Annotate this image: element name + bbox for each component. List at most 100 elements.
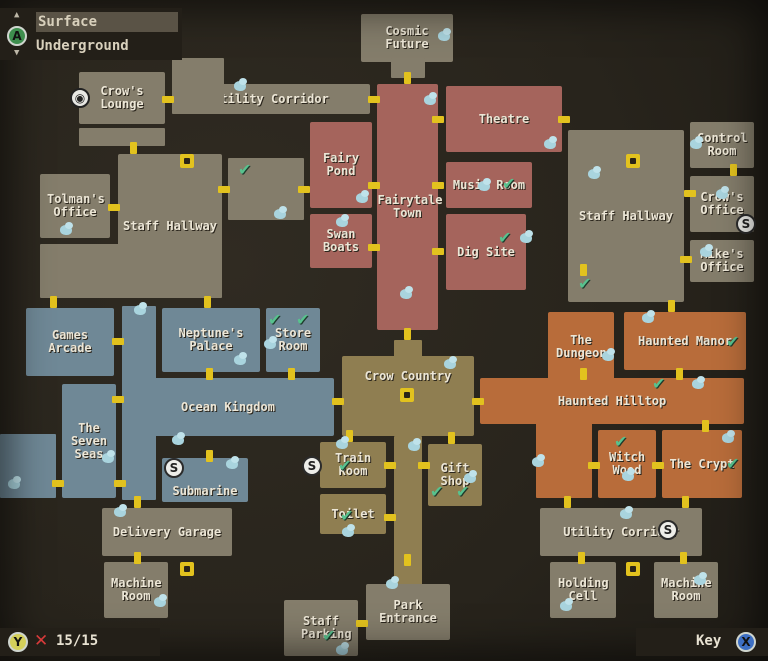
crow-icon [436,28,452,42]
room-neptunes-palace: Neptune's Palace [162,308,260,372]
room-park-entrance: Park Entrance [366,584,450,640]
crow-icon [698,244,714,258]
door [384,462,396,469]
crow-icon [618,506,634,520]
crow-icon [640,310,656,324]
crow-icon [692,572,708,586]
lock-marker-icon [400,388,414,402]
door [288,368,295,380]
lock-marker-icon [626,562,640,576]
crow-icon [720,430,736,444]
room-haunted-manor: Haunted Manor [624,312,746,370]
check-icon: ✔ [322,626,336,645]
check-icon: ✔ [652,374,666,393]
door [404,554,411,566]
crow-icon [600,348,616,362]
crow-icon [334,642,350,656]
door [332,398,344,405]
door [404,72,411,84]
door [368,96,380,103]
door [356,620,368,627]
door [134,552,141,564]
door [448,432,455,444]
collected-count: 15/15 [56,633,99,649]
door [676,368,683,380]
crow-icon [530,454,546,468]
door [432,182,444,189]
crow-icon [558,598,574,612]
check-icon: ✔ [238,160,252,179]
save-point-icon: S [302,456,322,476]
lock-marker-icon [180,154,194,168]
door [112,338,124,345]
door [218,186,230,193]
door [162,96,174,103]
down-arrow-icon: ▼ [14,48,20,58]
room-theatre: Theatre [446,86,562,152]
crow-icon [620,468,636,482]
x-button-icon[interactable]: X [736,632,756,652]
floor-selector[interactable]: A ▲ ▼ Surface Underground [0,8,182,60]
door [298,186,310,193]
door [368,182,380,189]
door [580,264,587,276]
door [206,450,213,462]
crow-icon [442,356,458,370]
room-machine-room-left: Machine Room [104,562,168,618]
door [730,164,737,176]
door [558,116,570,123]
crow-icon [406,438,422,452]
crow-icon [112,504,128,518]
save-point-icon: S [164,458,184,478]
lock-marker-icon [626,154,640,168]
save-point-icon: S [658,520,678,540]
door [112,396,124,403]
door [684,190,696,197]
door [564,496,571,508]
crow-icon [334,436,350,450]
crow-icon [384,576,400,590]
save-point-icon: S [736,214,756,234]
crow-icon [6,476,22,490]
player-location-icon: ◉ [70,88,90,108]
door [418,462,430,469]
room-ocean-kingdom: Ocean Kingdom [122,378,334,436]
door [346,430,353,442]
up-arrow-icon: ▲ [14,10,20,20]
door [680,256,692,263]
check-icon: ✔ [296,310,310,329]
door [682,496,689,508]
x-mark-icon: ✕ [34,631,49,651]
door [134,496,141,508]
crow-icon [586,166,602,180]
collectible-counter: Y ✕ 15/15 [0,628,160,656]
check-icon: ✔ [338,456,352,475]
check-icon: ✔ [502,174,516,193]
crow-icon [272,206,288,220]
check-icon: ✔ [726,332,740,351]
crow-icon [462,470,478,484]
room-fairy-pond: Fairy Pond [310,122,372,208]
room-games-arcade: Games Arcade [26,308,114,376]
room-the-seven-seas: The Seven Seas [62,384,116,498]
check-icon: ✔ [498,228,512,247]
door [702,420,709,432]
crow-icon [688,136,704,150]
crow-icon [422,92,438,106]
crow-icon [690,376,706,390]
crow-icon [262,336,278,350]
room-crow-country: Crow Country [342,356,474,436]
crow-icon [518,230,534,244]
a-button-icon[interactable]: A [7,26,27,46]
floor-option-underground[interactable]: Underground [36,38,129,54]
floor-option-surface[interactable]: Surface [36,12,178,32]
door [50,296,57,308]
door [52,480,64,487]
room-train-room: Train Room [320,442,386,488]
check-icon: ✔ [456,482,470,501]
room-machine-room-right: Machine Room [654,562,718,618]
key-prompt[interactable]: Key X [636,628,768,656]
y-button-icon[interactable]: Y [8,632,28,652]
door [472,398,484,405]
door [368,244,380,251]
